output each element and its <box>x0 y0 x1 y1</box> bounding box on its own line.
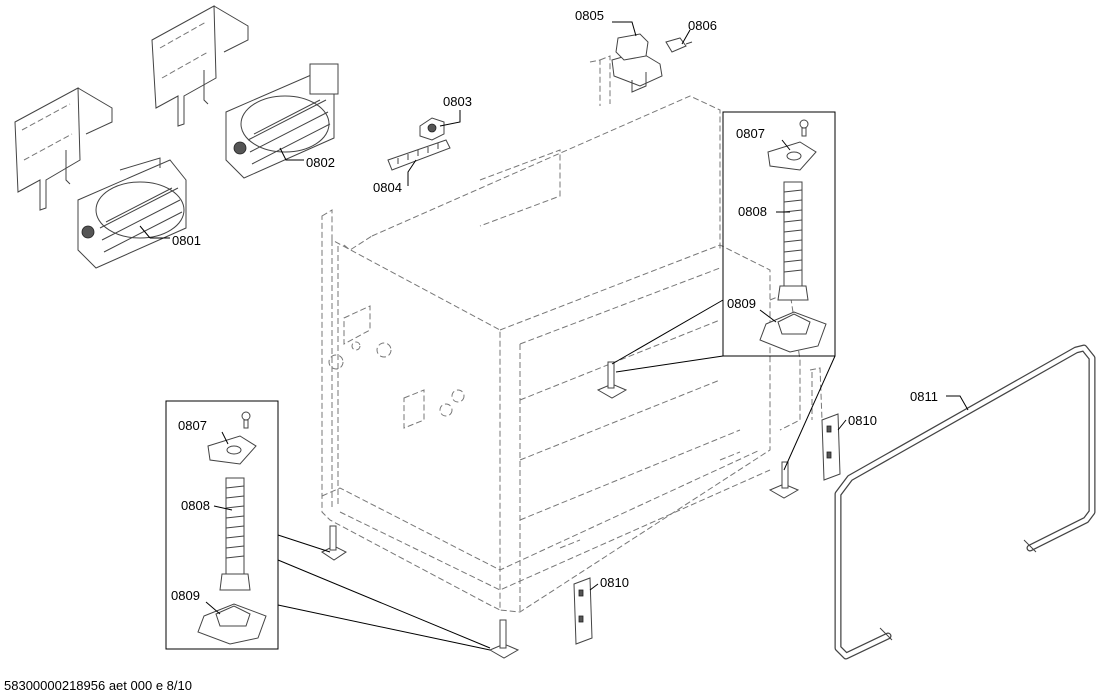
label-0808-left: 0808 <box>181 498 210 513</box>
fan-motor-0801 <box>77 157 187 269</box>
label-0802: 0802 <box>306 155 335 170</box>
label-0801: 0801 <box>172 233 201 248</box>
foot-front-bottom <box>488 619 520 659</box>
door-handle-0811 <box>834 344 1096 660</box>
label-0808-right: 0808 <box>738 204 767 219</box>
sensor-0805 <box>611 33 663 93</box>
label-0807-left: 0807 <box>178 418 207 433</box>
fan-motor-0802 <box>225 63 339 179</box>
foot-center <box>596 361 628 399</box>
label-0809-right: 0809 <box>727 296 756 311</box>
hinge-0810-right <box>821 413 841 481</box>
connector-0806 <box>665 37 693 53</box>
part-labels: 0801 0802 0803 0804 0805 0806 0807 0808 … <box>171 8 938 603</box>
mounting-bracket-right <box>151 5 249 127</box>
label-0807-right: 0807 <box>736 126 765 141</box>
label-0810-bottom: 0810 <box>600 575 629 590</box>
label-0805: 0805 <box>575 8 604 23</box>
lamp-holder-0803 <box>419 117 445 141</box>
detail-box-right <box>611 111 836 471</box>
foot-right <box>768 461 800 499</box>
terminal-block-0804 <box>387 139 451 171</box>
hinge-0810-bottom <box>573 577 593 645</box>
screw-icon <box>799 119 809 137</box>
label-0806: 0806 <box>688 18 717 33</box>
foot-left-front <box>321 525 347 561</box>
label-0803: 0803 <box>443 94 472 109</box>
label-0809-left: 0809 <box>171 588 200 603</box>
label-0811: 0811 <box>910 389 938 404</box>
screw-icon <box>241 411 251 429</box>
label-0804: 0804 <box>373 180 402 195</box>
document-reference-footer: 58300000218956 aet 000 e 8/10 <box>4 678 192 693</box>
oven-frame <box>321 55 823 613</box>
mounting-bracket-left <box>14 87 113 211</box>
detail-box-left <box>165 400 491 651</box>
leader-lines <box>139 21 969 615</box>
label-0810-right: 0810 <box>848 413 877 428</box>
